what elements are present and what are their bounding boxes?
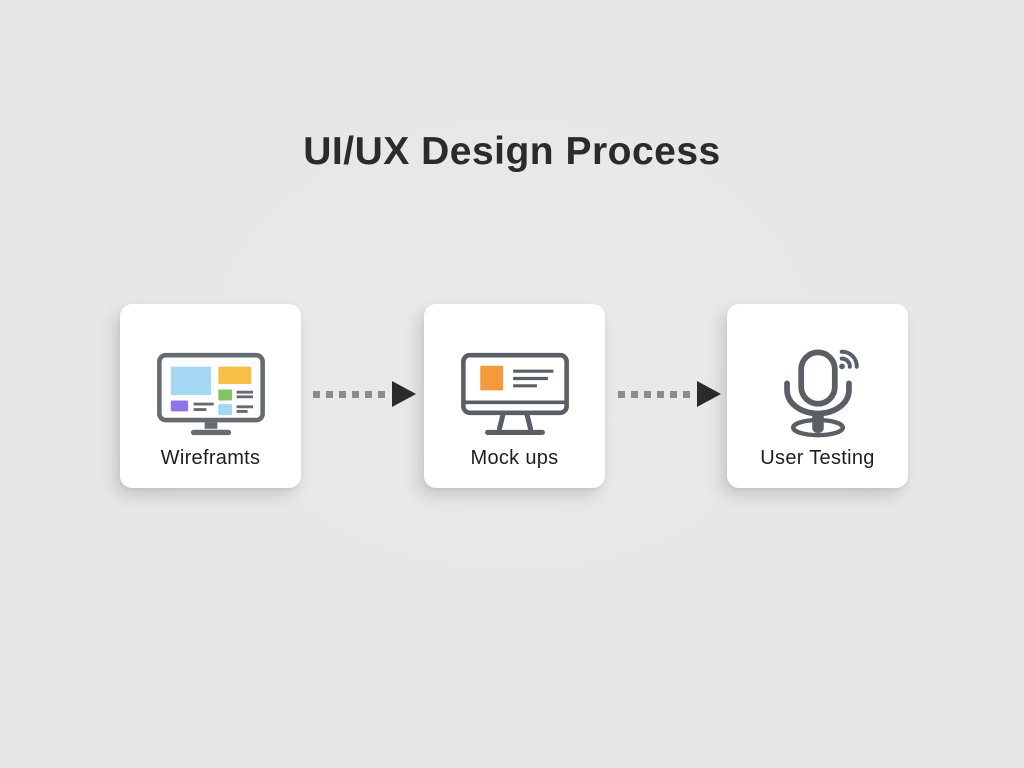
arrow-dash [631, 390, 638, 398]
page-title: UI/UX Design Process [303, 130, 721, 173]
monitor-stand-base [190, 429, 231, 435]
wireframe-monitor-icon [156, 352, 265, 435]
wireframe-block-blue-small [217, 403, 232, 415]
arrow-dash [618, 390, 625, 398]
arrow-head-icon [392, 381, 416, 407]
wireframe-block-yellow [217, 366, 251, 384]
arrow-dash [352, 390, 359, 398]
mic-capsule [797, 349, 838, 407]
mockup-monitor-icon [460, 350, 570, 438]
flow-arrow-1 [313, 381, 416, 407]
arrow-dash [683, 390, 690, 398]
step-label-wireframes: Wireframts [160, 447, 261, 469]
sound-waves-icon [838, 349, 859, 370]
wireframe-monitor-icon [156, 350, 266, 438]
monitor-frame [460, 352, 569, 415]
wireframe-text-lines [193, 390, 253, 413]
mic-holder [783, 380, 852, 417]
step-card-user-testing: User Testing [727, 304, 908, 488]
monitor-stand-neck [204, 421, 217, 429]
arrow-dash [670, 390, 677, 398]
wireframe-block-purple [170, 399, 188, 411]
arrow-dash [657, 390, 664, 398]
step-label-user-testing: User Testing [760, 447, 875, 469]
arrow-dash [365, 390, 372, 398]
microphone-icon [783, 349, 859, 438]
flow-arrow-2 [618, 381, 721, 407]
arrow-dash [644, 390, 651, 398]
microphone-icon [772, 349, 864, 438]
wireframe-block-green [217, 388, 232, 400]
mic-stem [811, 411, 824, 433]
mockup-monitor-icon [460, 352, 569, 435]
step-label-mockups: Mock ups [470, 447, 559, 469]
arrow-head-icon [697, 381, 721, 407]
monitor-stand [484, 411, 545, 435]
step-card-mockups: Mock ups [424, 304, 605, 488]
step-card-wireframes: Wireframts [120, 304, 301, 488]
arrow-dash [339, 390, 346, 398]
arrow-dash [313, 390, 320, 398]
arrow-dash [326, 390, 333, 398]
mockup-block-orange [479, 365, 503, 390]
wireframe-block-blue-large [170, 366, 211, 395]
mockup-text-lines [512, 369, 553, 387]
arrow-dash [378, 390, 385, 398]
